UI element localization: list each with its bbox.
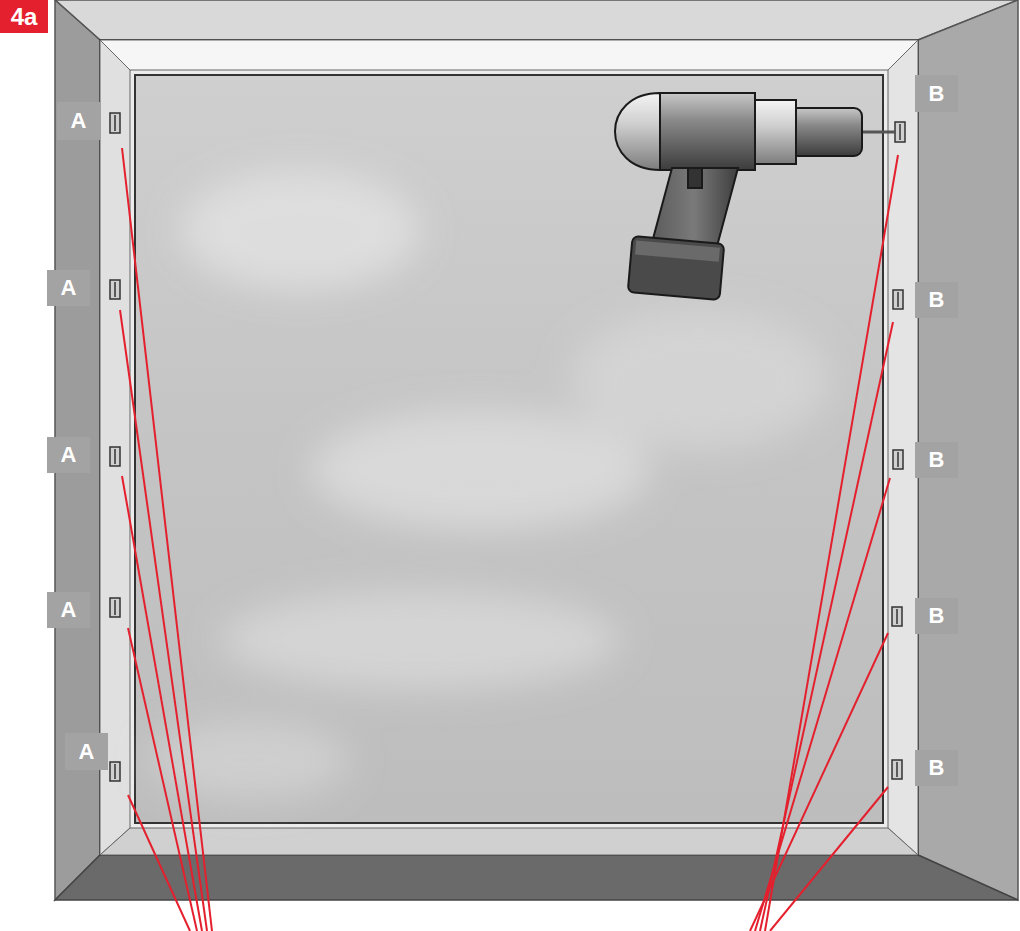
wall-reveal [55,0,1018,900]
leader-lines [120,148,898,931]
callout-letter: B [915,598,958,634]
cordless-drill [615,93,896,300]
callout-letter: B [929,83,945,105]
callout-letter: B [929,757,945,779]
callout-letter: B [929,605,945,627]
callout-letter: A [61,444,77,466]
glass-pane [135,75,883,823]
callout-letter: B [915,75,958,112]
callout-letter: A [65,733,108,770]
callout-letter: A [57,102,100,140]
callout-letter: B [929,289,945,311]
callout-letter: A [61,277,77,299]
window-frame [100,40,918,855]
callout-letter: A [47,592,90,628]
callout-letter: A [47,270,90,306]
callout-letter: A [61,599,77,621]
step-number: 4a [0,0,48,33]
callout-letter: A [79,741,95,763]
callout-letter: B [915,750,958,786]
callout-letter: A [71,110,87,132]
callout-letter: B [929,449,945,471]
step-number: 4a [11,5,38,29]
callout-letter: B [915,282,958,318]
callout-letter: A [47,437,90,473]
callout-letter: B [915,442,958,478]
mounting-clips [110,113,905,781]
